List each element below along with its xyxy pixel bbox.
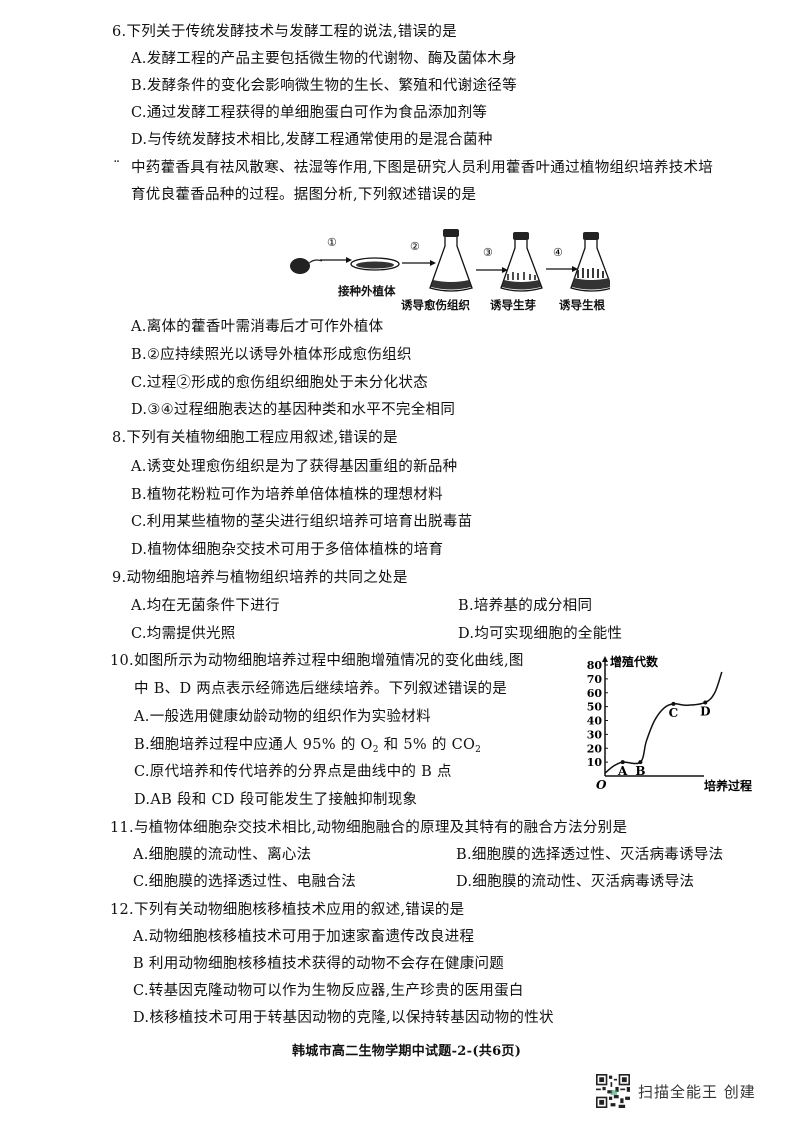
question-10-stem-line2: 中 B、D 两点表示经筛选后继续培养。下列叙述错误的是: [134, 681, 508, 697]
tissue-culture-diagram: ① ② ③ ④: [290, 229, 610, 292]
question-8-option-a: A.诱变处理愈伤组织是为了获得基因重组的新品种: [131, 459, 458, 475]
question-6-option-d: D.与传统发酵技术相比,发酵工程通常使用的是混合菌种: [131, 132, 493, 148]
leaf-icon: [290, 258, 323, 274]
question-8-option-c: C.利用某些植物的茎尖进行组织培养可培育出脱毒苗: [131, 514, 473, 530]
point-a: [620, 760, 625, 765]
question-9-option-c: C.均需提供光照: [131, 626, 236, 642]
petri-dish-icon: [350, 257, 400, 271]
y-axis-arrow: [602, 656, 608, 662]
question-9-option-b: B.培养基的成分相同: [458, 598, 593, 614]
scanner-watermark: 扫描全能王 创建: [596, 1074, 756, 1108]
caption-induce-shoot: 诱导生芽: [490, 298, 536, 312]
question-7-number: ¨: [113, 160, 121, 176]
question-12-option-c: C.转基因克隆动物可以作为生物反应器,生产珍贵的医用蛋白: [133, 983, 524, 999]
question-10-stem-line1: 10.如图所示为动物细胞培养过程中细胞增殖情况的变化曲线,图: [110, 653, 524, 669]
y-tick-label: 60: [587, 687, 603, 700]
question-7-stem-line2: 育优良藿香品种的过程。据图分析,下列叙述错误的是: [131, 187, 477, 203]
question-12-option-a: A.动物细胞核移植技术可用于加速家畜遗传改良进程: [133, 929, 475, 945]
y-tick-label: 40: [587, 715, 603, 728]
y-axis-label: 增殖代数: [610, 654, 659, 669]
point-c: [671, 701, 676, 706]
point-label-c: C: [669, 706, 679, 720]
question-11-option-b: B.细胞膜的选择透过性、灭活病毒诱导法: [456, 847, 724, 863]
question-12-option-d: D.核移植技术可用于转基因动物的克隆,以保持转基因动物的性状: [133, 1010, 554, 1026]
question-11-option-c: C.细胞膜的选择透过性、电融合法: [133, 874, 356, 890]
caption-inoculate-explant: 接种外植体: [338, 284, 396, 298]
y-tick-label: 70: [587, 673, 603, 686]
question-9-option-d: D.均可实现细胞的全能性: [458, 626, 623, 642]
question-12-stem: 12.下列有关动物细胞核移植技术应用的叙述,错误的是: [110, 902, 465, 918]
question-11-stem: 11.与植物体细胞杂交技术相比,动物细胞融合的原理及其特有的融合方法分别是: [110, 820, 628, 836]
point-label-b: B: [635, 764, 645, 778]
origin-label: O: [596, 778, 607, 792]
y-tick-label: 80: [587, 659, 603, 672]
point-label-a: A: [617, 764, 628, 778]
question-9-option-a: A.均在无菌条件下进行: [131, 598, 280, 614]
question-6-stem: 6.下列关于传统发酵技术与发酵工程的说法,错误的是: [112, 23, 457, 41]
y-tick-label: 10: [587, 756, 603, 769]
question-number: 6.: [112, 24, 127, 40]
caption-induce-callus: 诱导愈伤组织: [401, 298, 470, 312]
question-6-option-a: A.发酵工程的产品主要包括微生物的代谢物、酶及菌体木身: [131, 51, 517, 67]
question-number: 12.: [110, 902, 134, 918]
question-11-option-d: D.细胞膜的流动性、灭活病毒诱导法: [456, 874, 695, 890]
question-number: 8.: [112, 430, 127, 446]
y-tick-label: 30: [587, 728, 603, 741]
flask-root-icon: [570, 232, 610, 292]
question-10-option-c: C.原代培养和传代培养的分界点是曲线中的 B 点: [134, 764, 452, 780]
flask-callus-icon: [429, 229, 473, 292]
question-6-option-b: B.发酵条件的变化会影响微生物的生长、繁殖和代谢途径等: [131, 78, 517, 94]
y-tick-label: 20: [587, 742, 603, 755]
watermark-text: 扫描全能王 创建: [638, 1082, 756, 1101]
question-number: 9.: [112, 570, 127, 586]
question-number: 11.: [110, 820, 134, 836]
question-8-option-d: D.植物体细胞杂交技术可用于多倍体植株的培育: [131, 542, 444, 558]
question-8-stem: 8.下列有关植物细胞工程应用叙述,错误的是: [112, 430, 398, 446]
question-7-option-a: A.离体的藿香叶需消毒后才可作外植体: [131, 319, 384, 335]
page-footer: 韩城市高二生物学期中试题-2-(共6页): [292, 1044, 522, 1059]
question-9-stem: 9.动物细胞培养与植物组织培养的共同之处是: [112, 570, 408, 586]
question-text: 下列关于传统发酵技术与发酵工程的说法,错误的是: [126, 24, 457, 40]
question-10-option-d: D.AB 段和 CD 段可能发生了接触抑制现象: [134, 792, 418, 808]
caption-induce-root: 诱导生根: [559, 298, 605, 312]
x-axis-label: 培养过程: [704, 778, 752, 793]
step-3-label: ③: [483, 246, 493, 259]
y-tick-label: 50: [587, 701, 603, 714]
arrow-step-3: [476, 267, 508, 273]
question-7-option-d: D.③④过程细胞表达的基因种类和水平不完全相同: [131, 402, 456, 418]
question-7-stem-line1: 中药藿香具有祛风散寒、祛湿等作用,下图是研究人员利用藿香叶通过植物组织培养技术培: [131, 160, 714, 176]
qr-code-icon: [596, 1074, 630, 1108]
question-7-option-b: B.②应持续照光以诱导外植体形成愈伤组织: [131, 347, 412, 363]
arrow-step-1: [320, 257, 352, 263]
question-7-option-c: C.过程②形成的愈伤组织细胞处于未分化状态: [131, 375, 428, 391]
question-10-option-a: A.一般选用健康幼龄动物的组织作为实验材料: [134, 709, 431, 725]
arrow-step-4: [546, 266, 578, 272]
proliferation-curve: [604, 671, 723, 774]
step-1-label: ①: [327, 236, 337, 249]
point-d: [703, 700, 708, 705]
question-8-option-b: B.植物花粉粒可作为培养单倍体植株的理想材料: [131, 487, 443, 503]
flask-shoot-icon: [500, 232, 543, 292]
point-label-d: D: [700, 704, 710, 718]
question-number: 10.: [110, 653, 134, 669]
question-11-option-a: A.细胞膜的流动性、离心法: [133, 847, 312, 863]
step-2-label: ②: [410, 240, 420, 253]
question-6-option-c: C.通过发酵工程获得的单细胞蛋白可作为食品添加剂等: [131, 105, 488, 121]
question-10-option-b: B.细胞培养过程中应通人 95% 的 O2 和 5% 的 CO2: [134, 737, 482, 755]
arrow-step-2: [402, 260, 436, 266]
point-b: [638, 760, 643, 765]
step-4-label: ④: [553, 246, 563, 259]
question-12-option-b: B 利用动物细胞核移植技术获得的动物不会存在健康问题: [133, 956, 505, 972]
